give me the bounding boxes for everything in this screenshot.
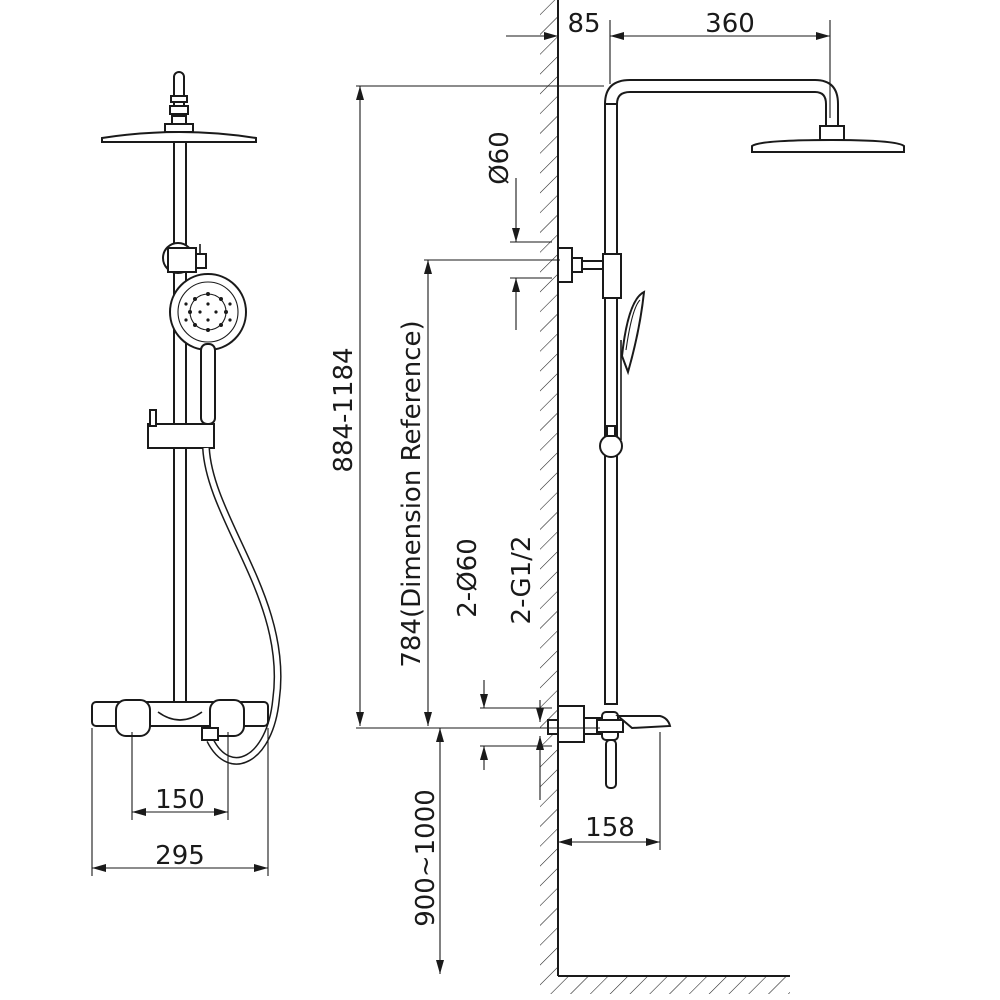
front-dimensions: 150 295 [91,728,269,876]
dim-295: 295 [155,841,205,871]
dim-floor-height: 900~1000 [411,789,441,927]
riser-pipe-front [173,141,187,703]
side-view [547,79,905,789]
thermostatic-mixer-front [91,699,269,741]
dim-inlet-diameter: 2-Ø60 [453,538,483,617]
dim-reference-height: 784(Dimension Reference) [397,320,427,667]
spout-dimension: 158 [558,732,661,850]
upper-bracket-side [557,247,622,299]
thermostatic-mixer-side [547,705,672,789]
shower-arm-side [603,79,839,127]
riser-pipe-side [604,103,618,705]
hand-shower-side [620,290,646,440]
dim-head-diameter: Ø60 [485,131,515,185]
dim-360: 360 [705,9,755,39]
dim-85: 85 [567,9,600,39]
dim-150: 150 [155,785,205,815]
head-diameter-dimension: Ø60 [485,131,552,330]
inlet-dimensions: 2-Ø60 2-G1/2 [453,536,552,800]
upper-bracket-front [162,242,207,274]
front-view [91,71,282,765]
rain-shower-head-front [101,123,257,143]
dim-inlet-thread: 2-G1/2 [507,536,537,625]
height-dimensions: 884-1184 784(Dimension Reference) 900~10… [329,85,604,974]
side-top-dimensions: 85 360 [506,9,831,118]
rain-shower-head-side [751,125,905,153]
slide-bar-holder-front [147,409,215,449]
dim-158: 158 [585,813,635,843]
dim-total-height: 884-1184 [329,347,359,472]
slider-knob-side [599,434,623,458]
